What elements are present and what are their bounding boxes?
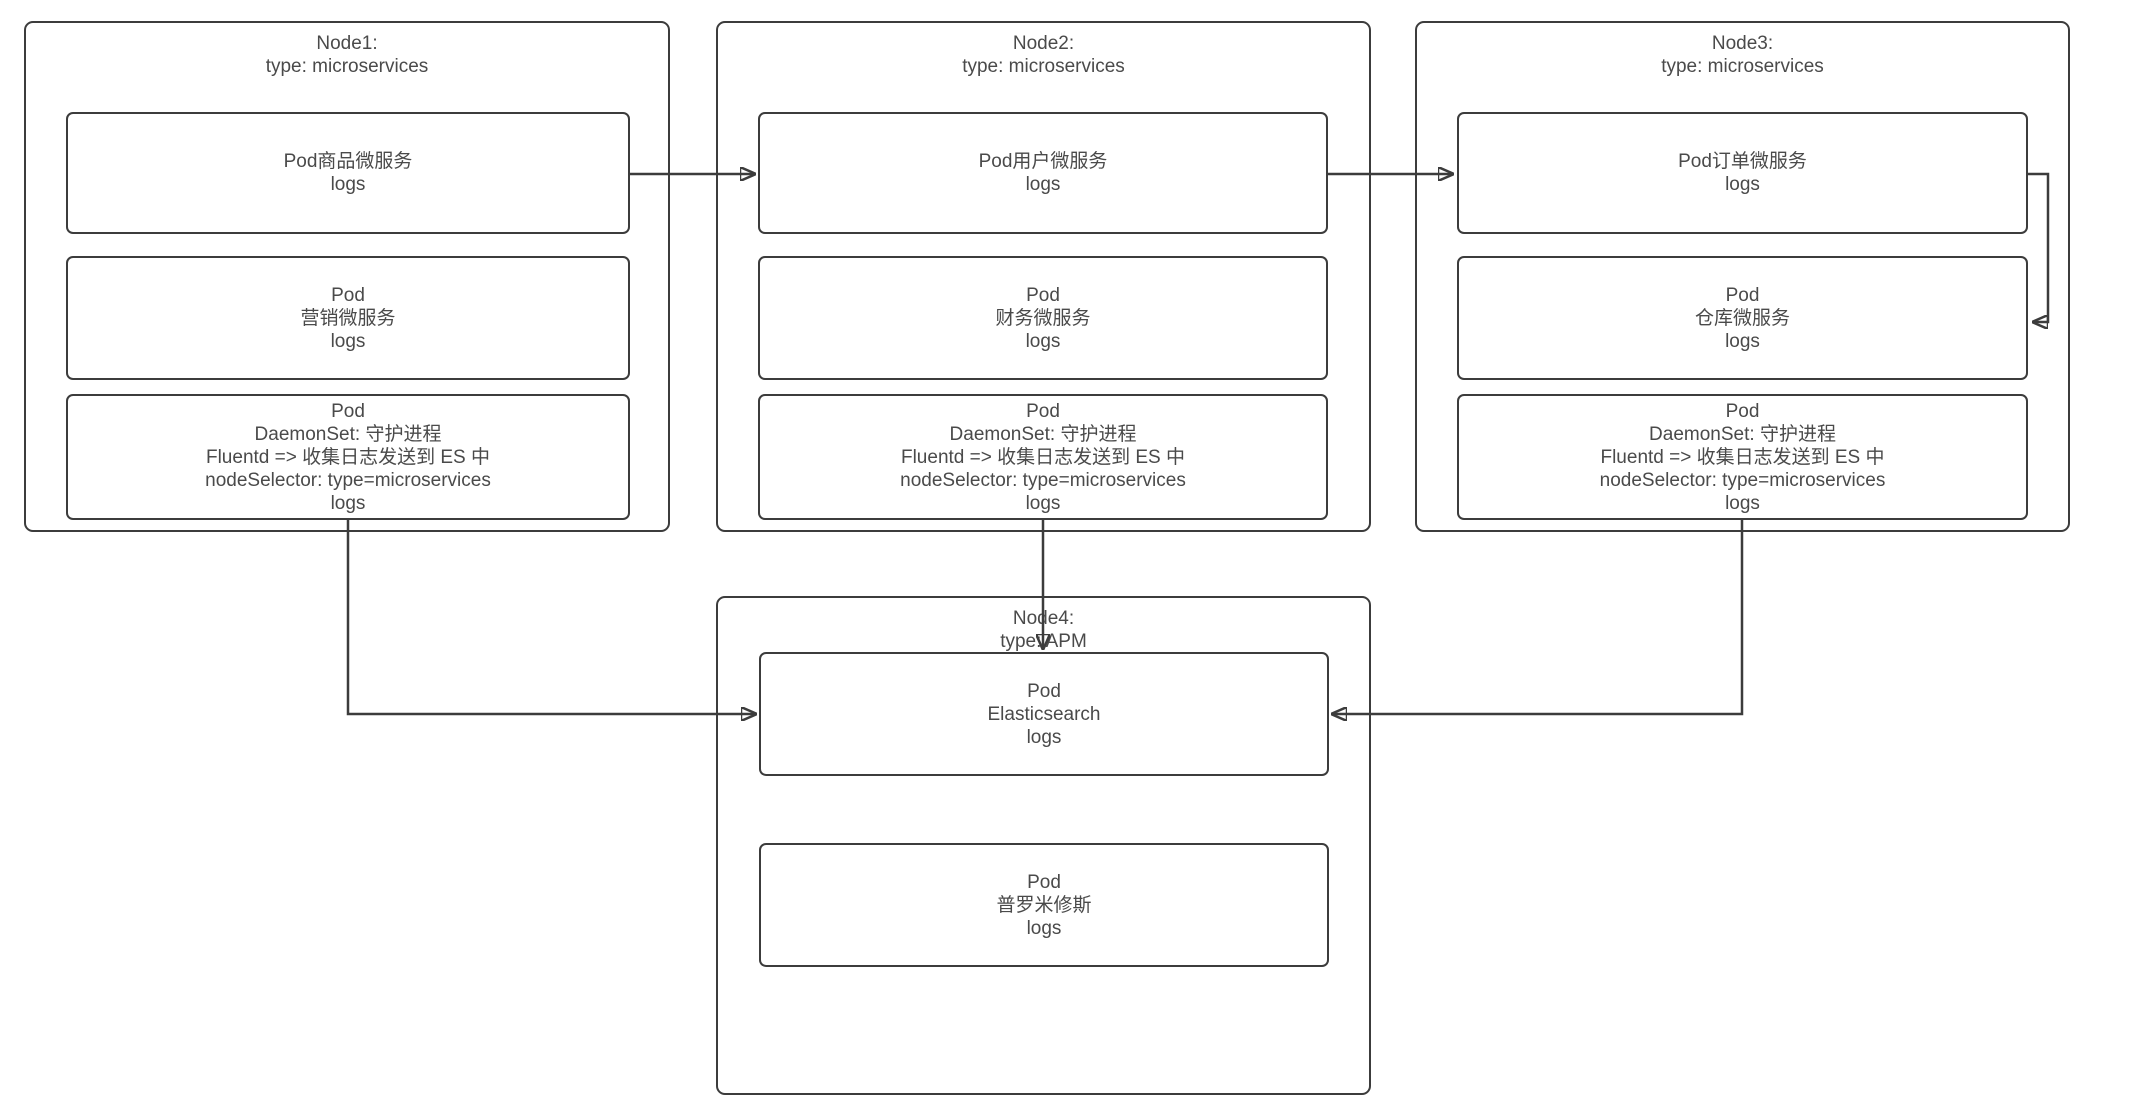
pod-text-line: Pod [331,400,365,422]
pod-text-line: Pod [1725,284,1760,306]
pod-text-line: logs [1725,492,1760,514]
pod-finance-microservice: Pod 财务微服务 logs [758,256,1328,380]
pod-text-line: Pod订单微服务 [1678,151,1807,172]
pod-text-line: Elasticsearch [987,703,1101,725]
pod-text-line: Pod用户微服务 [978,151,1108,172]
pod-warehouse-microservice: Pod 仓库微服务 logs [1457,256,2028,380]
pod-text-line: logs [1026,726,1062,748]
pod-product-microservice: Pod商品微服务 logs [66,112,630,234]
pod-text-line: nodeSelector: type=microservices [205,469,491,491]
pod-order-microservice: Pod订单微服务 logs [1457,112,2028,234]
pod-daemonset-fluentd-2: Pod DaemonSet: 守护进程 Fluentd => 收集日志发送到 E… [758,394,1328,520]
node4-title-line1: Node4: [1012,608,1075,629]
pod-text-line: DaemonSet: 守护进程 [1649,423,1836,445]
node3-title: Node3: type: microservices [1417,32,2068,78]
pod-prometheus: Pod 普罗米修斯 logs [759,843,1329,967]
pod-daemonset-fluentd-3: Pod DaemonSet: 守护进程 Fluentd => 收集日志发送到 E… [1457,394,2028,520]
node2-title-line2: type: microservices [962,56,1125,77]
node3-title-line2: type: microservices [1661,56,1824,77]
arrow-node3-daemonset-to-elasticsearch [1332,520,1744,714]
pod-daemonset-fluentd-1: Pod DaemonSet: 守护进程 Fluentd => 收集日志发送到 E… [66,394,630,520]
arrow-node1-daemonset-to-elasticsearch [346,520,756,714]
node3-title-line1: Node3: [1711,33,1774,54]
pod-text-line: DaemonSet: 守护进程 [949,423,1137,445]
pod-text-line: Pod [1725,400,1760,422]
pod-text-line: logs [330,174,366,195]
pod-text-line: Fluentd => 收集日志发送到 ES 中 [900,446,1186,468]
pod-text-line: logs [1025,330,1061,352]
pod-marketing-microservice: Pod 营销微服务 logs [66,256,630,380]
pod-elasticsearch: Pod Elasticsearch logs [759,652,1329,776]
pod-text-line: logs [330,492,366,514]
pod-text-line: logs [1025,174,1061,195]
node2-title-line1: Node2: [1012,33,1075,54]
node4-title: Node4: type: APM [718,607,1369,653]
pod-text-line: 仓库微服务 [1694,307,1790,329]
pod-user-microservice: Pod用户微服务 logs [758,112,1328,234]
node4-title-line2: type: APM [1000,631,1087,652]
pod-text-line: Pod [331,284,365,306]
pod-text-line: Pod商品微服务 [283,151,413,172]
node2-title: Node2: type: microservices [718,32,1369,78]
pod-text-line: 营销微服务 [300,307,396,329]
pod-text-line: nodeSelector: type=microservices [1599,469,1886,491]
pod-text-line: Pod [1026,284,1060,306]
pod-text-line: Fluentd => 收集日志发送到 ES 中 [1600,446,1885,468]
pod-text-line: logs [1025,492,1061,514]
pod-text-line: DaemonSet: 守护进程 [254,423,442,445]
pod-text-line: logs [1725,174,1760,195]
pod-text-line: 普罗米修斯 [996,894,1092,916]
node1-title-line1: Node1: [316,33,378,54]
pod-text-line: Pod [1027,680,1061,702]
node1-title: Node1: type: microservices [26,32,668,78]
pod-text-line: logs [330,330,366,352]
pod-text-line: Pod [1027,871,1061,893]
pod-text-line: 财务微服务 [995,307,1091,329]
pod-text-line: nodeSelector: type=microservices [900,469,1186,491]
pod-text-line: logs [1725,330,1760,352]
pod-text-line: Pod [1026,400,1060,422]
node1-title-line2: type: microservices [265,56,429,77]
pod-text-line: logs [1026,917,1062,939]
pod-text-line: Fluentd => 收集日志发送到 ES 中 [205,446,491,468]
